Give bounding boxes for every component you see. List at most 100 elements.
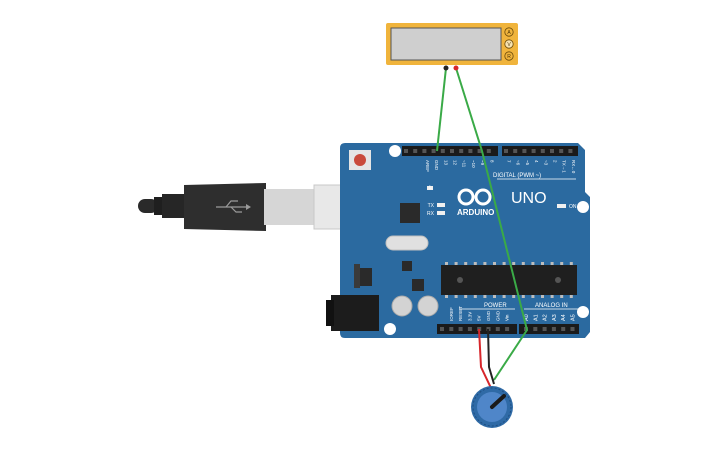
header-hole[interactable] (505, 327, 510, 331)
header-hole[interactable] (559, 149, 564, 153)
knob-pointer (490, 394, 506, 409)
header-hole[interactable] (561, 327, 566, 331)
analog-header (519, 324, 579, 334)
digital-header-right (502, 146, 578, 156)
header-hole[interactable] (440, 149, 445, 153)
header-hole[interactable] (450, 149, 454, 153)
wire-black-gnd[interactable] (487, 328, 495, 385)
multimeter[interactable]: AVR (386, 23, 518, 71)
mount-hole (384, 323, 396, 335)
capacitor (391, 295, 413, 317)
led-on (557, 204, 566, 208)
mode-button-label: A (507, 30, 511, 36)
power-jack[interactable] (331, 295, 379, 331)
digital-pin-label: ~5 (525, 160, 530, 166)
header-hole[interactable] (533, 327, 538, 331)
digital-pin-label: RX←0 (571, 160, 576, 174)
header-hole[interactable] (513, 149, 518, 153)
power-header (437, 324, 517, 334)
power-pin-label: RESET (458, 306, 463, 321)
led-rx-label: RX (427, 211, 435, 217)
probe-com[interactable] (443, 65, 449, 71)
mode-button-a[interactable] (504, 27, 514, 37)
led-on-label: ON (569, 204, 577, 210)
analog-pin-label: A4 (561, 314, 567, 321)
arduino-logo-icon (457, 188, 492, 206)
power-pin-label: GND (486, 310, 491, 321)
reset-button-cap[interactable] (354, 154, 366, 166)
header-hole[interactable] (570, 327, 575, 331)
mount-hole (577, 306, 589, 318)
header-hole[interactable] (495, 327, 500, 331)
arduino-uno-board[interactable]: L TX RX ON ARDUINO UNO DIGITAL (PWM ~) P… (326, 143, 590, 338)
usb-symbol-icon (216, 200, 251, 213)
power-pin-label: GND (495, 310, 500, 321)
header-hole[interactable] (413, 149, 418, 153)
digital-header-label: DIGITAL (PWM ~) (493, 173, 541, 179)
led-tx (437, 203, 445, 207)
digital-pin-label: 4 (534, 160, 539, 163)
digital-pin-label: 7 (507, 160, 512, 163)
led-l (427, 186, 433, 190)
header-hole[interactable] (486, 149, 491, 153)
mount-hole (389, 145, 401, 157)
power-pin-label: 3.3V (467, 312, 472, 321)
mode-button-label: V (507, 42, 511, 48)
header-hole[interactable] (477, 149, 482, 153)
header-hole[interactable] (440, 327, 444, 331)
digital-pin-label: GND (434, 160, 439, 171)
header-hole[interactable] (551, 327, 556, 331)
header-hole[interactable] (531, 149, 536, 153)
header-hole[interactable] (568, 149, 573, 153)
board-brand: ARDUINO (457, 208, 494, 217)
digital-pin-label: AREF (425, 160, 430, 172)
header-hole[interactable] (467, 327, 472, 331)
digital-pin-label: ~10 (471, 160, 476, 168)
digital-pin-label: 13 (443, 160, 448, 166)
wire-green-a0[interactable] (455, 67, 529, 381)
mode-button-v[interactable] (504, 39, 514, 49)
usb-chip (400, 203, 420, 223)
led-rx (437, 211, 445, 215)
digital-pin-label: TX→1 (562, 160, 567, 173)
digital-pin-label: ~6 (516, 160, 521, 166)
wire-red-5v[interactable] (478, 328, 492, 389)
digital-pin-label: ~11 (462, 160, 467, 168)
header-hole[interactable] (504, 149, 508, 153)
power-pin-label: Vin (505, 314, 510, 321)
wire-green-gnd[interactable] (436, 67, 447, 152)
header-hole[interactable] (459, 149, 464, 153)
small-chip (412, 279, 424, 291)
digital-pin-label: 2 (553, 160, 558, 163)
header-hole[interactable] (550, 149, 554, 153)
led-tx-label: TX (428, 203, 435, 209)
capacitor (417, 295, 439, 317)
header-hole[interactable] (542, 327, 547, 331)
probe-pos[interactable] (453, 65, 459, 71)
analog-pin-label: A0 (524, 314, 530, 321)
power-pin-label: IOREF (449, 307, 454, 321)
digital-pin-label: 12 (453, 160, 458, 166)
header-hole[interactable] (468, 149, 473, 153)
small-chip (402, 261, 412, 271)
header-hole[interactable] (458, 327, 463, 331)
board-model: UNO (511, 190, 547, 207)
crystal-oscillator (385, 235, 429, 251)
header-hole[interactable] (404, 149, 408, 153)
header-hole[interactable] (540, 149, 545, 153)
atmega-chip (441, 265, 577, 295)
potentiometer[interactable] (471, 386, 513, 428)
header-hole[interactable] (449, 327, 454, 331)
analog-pin-label: A3 (552, 314, 558, 321)
wires[interactable] (436, 67, 529, 389)
digital-pin-label: ~3 (543, 160, 548, 166)
header-hole[interactable] (522, 149, 527, 153)
power-header-label: POWER (484, 303, 507, 309)
mode-button-label: R (507, 54, 511, 60)
header-hole[interactable] (422, 149, 427, 153)
mode-button-r[interactable] (504, 51, 514, 61)
voltage-regulator (358, 268, 372, 286)
header-hole[interactable] (431, 149, 436, 153)
analog-pin-label: A1 (533, 314, 539, 321)
